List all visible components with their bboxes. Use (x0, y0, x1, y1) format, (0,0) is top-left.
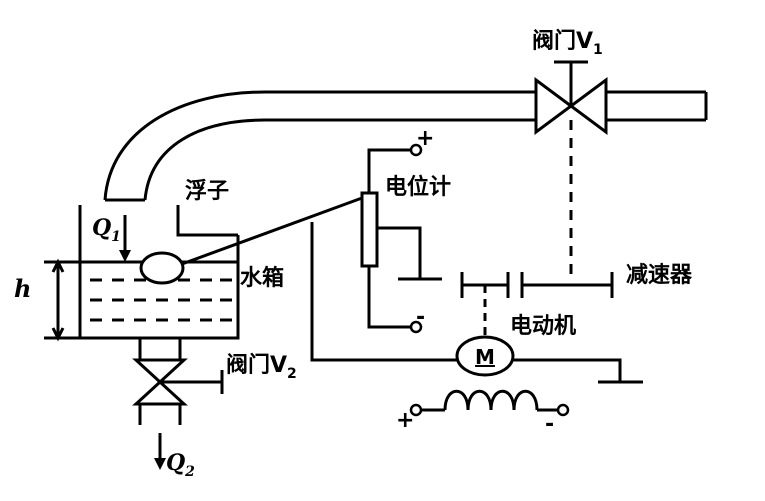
coil-plus-label: + (396, 408, 414, 433)
valve-v1-label: 阀门V1 (532, 28, 603, 58)
q1-arrow (119, 215, 131, 262)
q2-label: Q2 (166, 450, 195, 480)
coil-minus-label: - (545, 412, 554, 437)
water-tank (78, 205, 240, 340)
tank-label: 水箱 (240, 265, 284, 291)
q1-label: Q1 (92, 215, 121, 245)
motor (455, 285, 643, 384)
float-lever (181, 196, 363, 266)
outlet-pipe (138, 338, 182, 425)
float-label: 浮子 (185, 178, 229, 204)
pot-minus-label: - (416, 305, 425, 330)
inflow-pipe (103, 90, 708, 202)
height-label: h (14, 274, 31, 303)
potentiometer-label: 电位计 (385, 174, 451, 200)
potentiometer (360, 143, 442, 334)
valve-v1 (534, 60, 608, 135)
valve-v2-label: 阀门V2 (226, 352, 297, 382)
motor-label: 电动机 (510, 314, 576, 339)
float (139, 205, 238, 285)
valve-v2 (132, 358, 224, 406)
signal-wire (310, 222, 458, 362)
q2-arrow (154, 433, 166, 470)
pot-plus-label: + (416, 126, 434, 151)
field-coil (409, 389, 570, 417)
reducer-label: 减速器 (626, 262, 693, 288)
reducer-coupling (460, 272, 614, 298)
height-dimension (44, 258, 80, 342)
motor-symbol: M (475, 345, 495, 369)
